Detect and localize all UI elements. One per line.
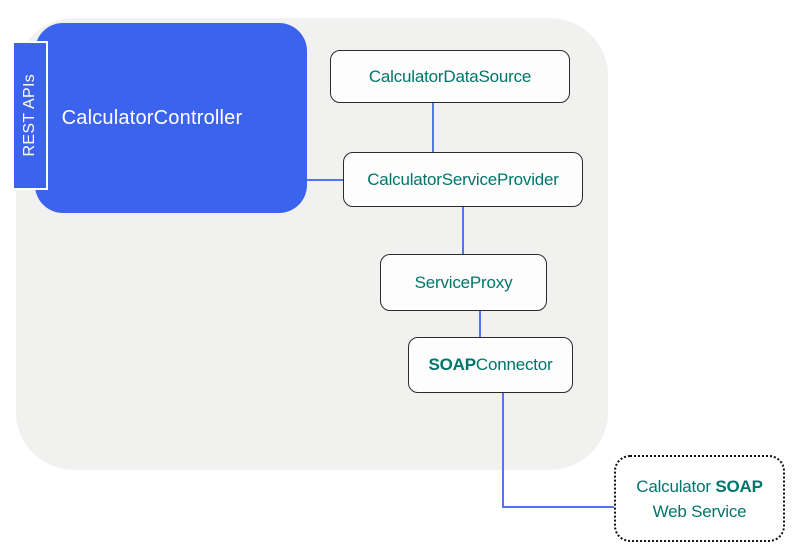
edge-datasource-to-serviceprovider <box>432 103 434 152</box>
edge-serviceprovider-to-serviceproxy <box>462 207 464 254</box>
node-calculator-service-provider-label: CalculatorServiceProvider <box>367 169 559 189</box>
node-calculator-soap-web-service: Calculator SOAP Web Service <box>614 455 785 542</box>
edge-soapconnector-to-webservice-horizontal <box>502 506 614 508</box>
rest-apis-tab: REST APIs <box>12 41 48 190</box>
node-service-proxy-label: ServiceProxy <box>414 272 513 292</box>
node-soap-connector: SOAPConnector <box>408 337 573 393</box>
rest-apis-tab-label: REST APIs <box>21 74 38 157</box>
node-calculator-data-source: CalculatorDataSource <box>330 50 570 103</box>
node-calculator-controller: CalculatorController <box>35 23 307 213</box>
edge-serviceproxy-to-soapconnector <box>479 311 481 337</box>
edge-soapconnector-to-webservice-vertical <box>502 393 504 508</box>
edge-controller-to-serviceprovider <box>307 179 343 181</box>
node-soap-connector-label: SOAPConnector <box>428 355 553 374</box>
node-calculator-controller-label: CalculatorController <box>61 106 243 129</box>
node-soap-web-service-line2: Web Service <box>652 501 747 521</box>
node-calculator-service-provider: CalculatorServiceProvider <box>343 152 583 207</box>
node-service-proxy: ServiceProxy <box>380 254 547 311</box>
node-soap-web-service-line1: Calculator SOAP <box>636 476 763 496</box>
node-calculator-data-source-label: CalculatorDataSource <box>368 66 532 86</box>
